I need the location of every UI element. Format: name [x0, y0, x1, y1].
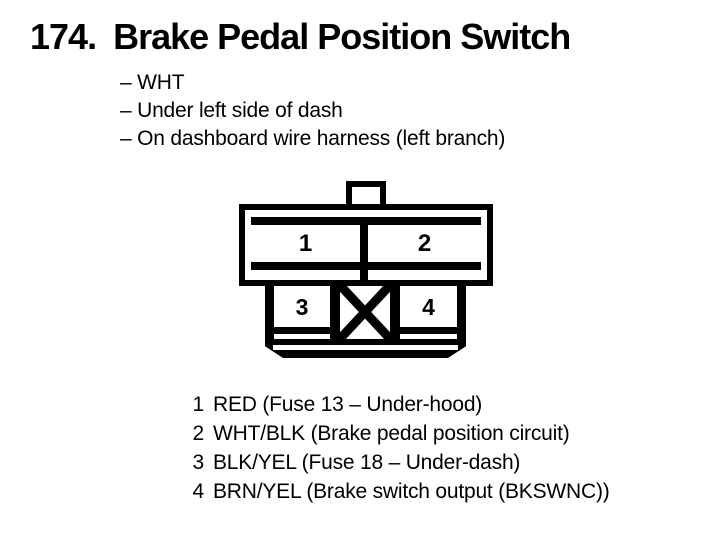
lower-cavity-right-wall [457, 284, 466, 341]
pin-3-label: 3 [295, 293, 309, 320]
blocked-cavity-right-wall [390, 284, 400, 342]
connector-base-inner-line [273, 345, 458, 350]
legend-pin-number: 2 [192, 422, 205, 445]
note-line: – On dashboard wire harness (left branch… [120, 127, 506, 150]
pin-3-bottom-line [274, 327, 330, 334]
pin-divider-line [360, 217, 368, 280]
page-title: 174. Brake Pedal Position Switch [30, 16, 571, 57]
legend-wire-description: WHT/BLK (Brake pedal position circuit) [213, 422, 570, 445]
legend-pin-number: 4 [192, 480, 205, 503]
legend-row: 2 WHT/BLK (Brake pedal position circuit) [192, 419, 610, 448]
pin-1-label: 1 [298, 229, 313, 257]
legend-row: 3 BLK/YEL (Fuse 18 – Under-dash) [192, 448, 610, 477]
pin-4-bottom-line [400, 327, 457, 334]
notes-list: – WHT – Under left side of dash – On das… [120, 69, 505, 153]
legend-wire-description: RED (Fuse 13 – Under-hood) [213, 393, 483, 416]
blocked-cavity-left-wall [330, 284, 340, 342]
x-mark-icon [339, 284, 391, 340]
wire-legend: 1 RED (Fuse 13 – Under-hood) 2 WHT/BLK (… [192, 390, 610, 506]
legend-wire-description: BRN/YEL (Brake switch output (BKSWNC)) [213, 480, 610, 503]
legend-wire-description: BLK/YEL (Fuse 18 – Under-dash) [213, 451, 521, 474]
item-number: 174. [30, 16, 97, 57]
connector-diagram: 1 2 3 4 [239, 181, 493, 358]
pin-2-label: 2 [417, 229, 432, 257]
legend-row: 4 BRN/YEL (Brake switch output (BKSWNC)) [192, 477, 610, 506]
pin-4-label: 4 [422, 293, 435, 320]
lower-cavity-left-wall [265, 284, 274, 341]
legend-row: 1 RED (Fuse 13 – Under-hood) [192, 390, 610, 419]
note-line: – Under left side of dash [120, 99, 343, 122]
note-line: – WHT [120, 71, 185, 94]
legend-pin-number: 1 [192, 393, 205, 416]
item-title-text: Brake Pedal Position Switch [113, 16, 571, 57]
legend-pin-number: 3 [192, 451, 205, 474]
